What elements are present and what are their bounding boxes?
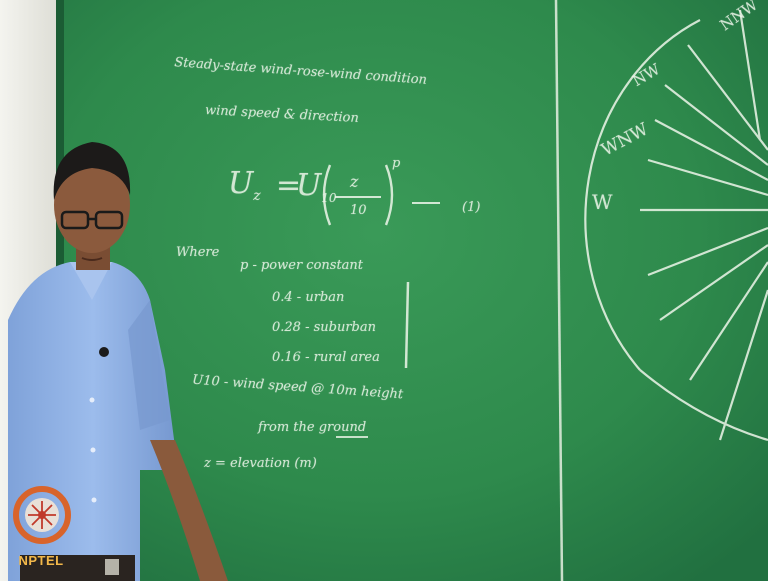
formula-exponent: p: [392, 156, 401, 171]
presenter-sleeve: [128, 300, 170, 430]
nptel-logo-text: NPTEL: [18, 553, 64, 568]
formula-equals: =: [276, 168, 302, 203]
chalkboard: [56, 0, 768, 581]
presenter-collar: [70, 262, 112, 300]
formula-paren-right: [384, 164, 394, 226]
presenter-hair: [53, 142, 131, 200]
p-value-suburban: 0.28 - suburban: [272, 320, 376, 335]
nptel-logo-emblem: [13, 486, 71, 544]
formula-fraction-numerator: z: [350, 172, 359, 191]
compass-label-w: W: [592, 190, 613, 214]
presenter-mouth: [81, 257, 103, 261]
shirt-button: [89, 397, 95, 403]
p-value-rural: 0.16 - rural area: [272, 350, 380, 365]
formula-rhs: U10: [296, 168, 337, 205]
formula-paren-left: [322, 164, 332, 226]
lapel-microphone: [99, 347, 109, 357]
p-definition: p - power constant: [240, 258, 364, 273]
equation-number: (1): [462, 200, 481, 215]
presenter-arm: [150, 440, 228, 581]
where-label: Where: [176, 245, 220, 260]
board-divider: [554, 0, 564, 581]
shirt-button: [91, 497, 97, 503]
wind-rose-diagram: [584, 9, 768, 442]
formula-lhs: Uz: [228, 166, 261, 204]
z-definition: z = elevation (m): [204, 456, 317, 471]
formula-fraction-denominator: 10: [350, 203, 367, 218]
p-value-urban: 0.4 - urban: [272, 290, 345, 305]
u10-definition-line2: from the ground: [258, 420, 367, 435]
belt-buckle: [105, 559, 119, 575]
presenter-glasses: [60, 210, 124, 230]
shirt-button: [90, 447, 96, 453]
chalk-bracket: [404, 281, 410, 369]
